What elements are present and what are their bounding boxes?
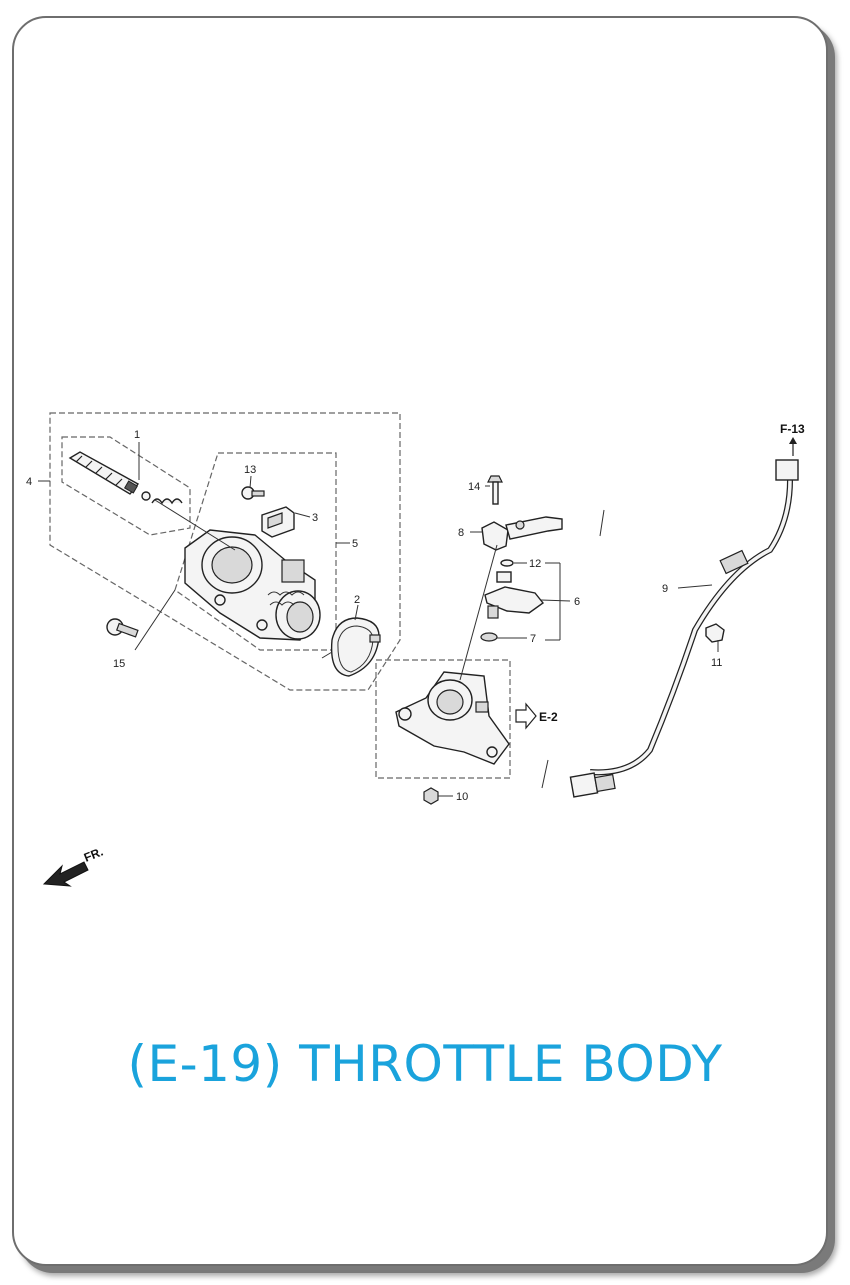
label-part-11: 11 — [711, 657, 722, 669]
part-14-bolt — [487, 475, 503, 505]
assembly-1-boundary — [61, 436, 191, 536]
intake-boundary — [375, 659, 511, 779]
part-13-screw — [241, 486, 265, 500]
part-1-screw — [68, 451, 183, 505]
part-15-bolt — [106, 618, 139, 638]
throttle-body — [184, 529, 321, 641]
label-part-4: 4 — [26, 476, 32, 488]
leader-lines — [38, 442, 719, 797]
label-part-10: 10 — [456, 791, 468, 803]
label-part-6: 6 — [574, 596, 580, 608]
part-3-sensor — [261, 506, 295, 538]
part-10-nut — [423, 787, 439, 805]
part-6-injector — [484, 571, 545, 619]
label-part-13: 13 — [244, 464, 256, 476]
label-part-15: 15 — [113, 658, 125, 670]
ref-f13: F-13 — [780, 422, 805, 436]
part-8-holder — [481, 516, 563, 551]
part-9-fuel-hose — [541, 459, 799, 798]
arrow-left-down-icon — [42, 861, 89, 887]
label-part-9: 9 — [662, 583, 668, 595]
arrow-up-icon — [789, 437, 797, 456]
ref-e2: E-2 — [539, 710, 558, 724]
label-part-8: 8 — [458, 527, 464, 539]
label-part-14: 14 — [468, 481, 480, 493]
label-part-1: 1 — [134, 429, 140, 441]
assembly-5-boundary — [174, 452, 337, 651]
label-part-12: 12 — [529, 558, 541, 570]
part-12-oring — [500, 559, 514, 567]
label-part-2: 2 — [354, 594, 360, 606]
part-2-clamp — [321, 617, 381, 677]
label-part-7: 7 — [530, 633, 536, 645]
label-part-5: 5 — [352, 538, 358, 550]
front-direction-label: FR. — [82, 845, 105, 865]
page-title: (E-19) THROTTLE BODY — [127, 1035, 723, 1093]
part-7-seal — [480, 632, 498, 642]
intake-manifold — [395, 671, 510, 765]
assembly-4-boundary — [49, 412, 401, 691]
hollow-arrow-right-icon — [515, 702, 537, 730]
part-11-clip — [705, 623, 725, 643]
label-part-3: 3 — [312, 512, 318, 524]
